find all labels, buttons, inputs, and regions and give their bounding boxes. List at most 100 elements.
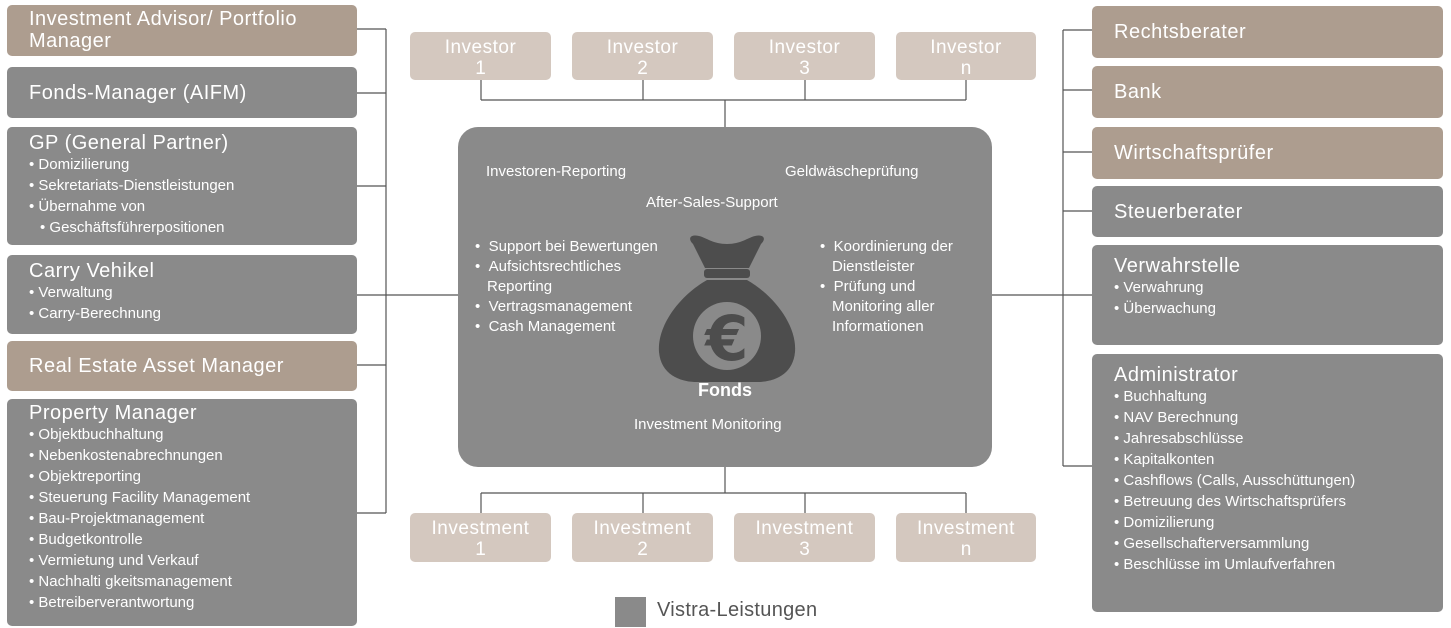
investment-id: 2: [637, 539, 648, 560]
investor-box-n: Investor n: [896, 32, 1036, 80]
center-right-item: Prüfung und Monitoring aller Information…: [820, 277, 985, 337]
legend-label: Vistra-Leistungen: [657, 599, 818, 621]
gp-item: Übernahme von: [29, 196, 335, 217]
carry-vehikel-item: Carry-Berechnung: [29, 303, 335, 324]
geldwaeschepruefung-label: Geldwäscheprüfung: [785, 163, 919, 180]
property-manager-item: Betreiberverantwortung: [29, 592, 335, 613]
gp-list: Domizilierung Sekretariats-Dienstleistun…: [29, 154, 335, 238]
investor-id: n: [960, 58, 972, 79]
money-bag-icon: €: [658, 235, 796, 382]
administrator-list: Buchhaltung NAV Berechnung Jahresabschlü…: [1114, 386, 1421, 575]
administrator-item: Beschlüsse im Umlaufverfahren: [1114, 554, 1421, 575]
property-manager-item: Objektreporting: [29, 466, 335, 487]
investor-label: Investor: [444, 37, 517, 58]
investment-id: n: [960, 539, 972, 560]
center-left-item: Support bei Bewertungen: [475, 237, 665, 257]
carry-vehikel-item: Verwaltung: [29, 282, 335, 303]
administrator-box: Administrator Buchhaltung NAV Berechnung…: [1092, 354, 1443, 612]
property-manager-box: Property Manager Objektbuchhaltung Neben…: [7, 399, 357, 626]
fonds-manager-box: Fonds-Manager (AIFM): [7, 67, 357, 118]
administrator-item: Domizilierung: [1114, 512, 1421, 533]
carry-vehikel-list: Verwaltung Carry-Berechnung: [29, 282, 335, 324]
fonds-center-box: Investoren-Reporting Geldwäscheprüfung A…: [458, 127, 992, 467]
investment-advisor-title-line1: Investment Advisor/ Portfolio: [29, 8, 297, 30]
investment-label: Investment: [431, 518, 530, 539]
property-manager-title: Property Manager: [29, 402, 198, 424]
real-estate-asset-manager-title: Real Estate Asset Manager: [29, 355, 284, 377]
investor-box-2: Investor 2: [572, 32, 713, 80]
administrator-item: NAV Berechnung: [1114, 407, 1421, 428]
investment-label: Investment: [593, 518, 692, 539]
center-right-list: Koordinierung der Dienstleister Prüfung …: [820, 237, 985, 337]
verwahrstelle-list: Verwahrung Überwachung: [1114, 277, 1421, 319]
verwahrstelle-box: Verwahrstelle Verwahrung Überwachung: [1092, 245, 1443, 345]
property-manager-list: Objektbuchhaltung Nebenkostenabrechnunge…: [29, 424, 335, 613]
legend-swatch: [615, 597, 646, 627]
bank-box: Bank: [1092, 66, 1443, 118]
center-left-item: Vertragsmanagement: [475, 297, 665, 317]
property-manager-item: Nebenkostenabrechnungen: [29, 445, 335, 466]
property-manager-item: Steuerung Facility Management: [29, 487, 335, 508]
property-manager-item: Budgetkontrolle: [29, 529, 335, 550]
investment-id: 3: [799, 539, 810, 560]
wirtschaftspruefer-title: Wirtschaftsprüfer: [1114, 142, 1274, 164]
administrator-item: Buchhaltung: [1114, 386, 1421, 407]
administrator-item: Cashflows (Calls, Ausschüttungen): [1114, 470, 1421, 491]
gp-title: GP (General Partner): [29, 132, 229, 154]
property-manager-item: Objektbuchhaltung: [29, 424, 335, 445]
gp-item-continuation-text: Geschäftsführerpositionen: [49, 219, 225, 236]
administrator-item: Gesellschafterversammlung: [1114, 533, 1421, 554]
investment-label: Investment: [917, 518, 1015, 539]
wirtschaftspruefer-box: Wirtschaftsprüfer: [1092, 127, 1443, 179]
bank-title: Bank: [1114, 81, 1162, 103]
steuerberater-box: Steuerberater: [1092, 186, 1443, 237]
administrator-item: Jahresabschlüsse: [1114, 428, 1421, 449]
investment-id: 1: [475, 539, 486, 560]
steuerberater-title: Steuerberater: [1114, 200, 1243, 223]
property-manager-item: Nachhalti gkeitsmanagement: [29, 571, 335, 592]
center-right-item: Koordinierung der Dienstleister: [820, 237, 985, 277]
verwahrstelle-title: Verwahrstelle: [1114, 255, 1241, 277]
investor-box-3: Investor 3: [734, 32, 875, 80]
investor-label: Investor: [930, 37, 1002, 58]
investment-box-2: Investment 2: [572, 513, 713, 562]
investor-label: Investor: [768, 37, 841, 58]
investment-box-3: Investment 3: [734, 513, 875, 562]
after-sales-support-label: After-Sales-Support: [646, 194, 778, 211]
investment-monitoring-label: Investment Monitoring: [634, 416, 782, 433]
investment-box-1: Investment 1: [410, 513, 551, 562]
administrator-item: Kapitalkonten: [1114, 449, 1421, 470]
center-left-list: Support bei Bewertungen Aufsichtsrechtli…: [475, 237, 665, 337]
investment-label: Investment: [755, 518, 854, 539]
investor-id: 1: [475, 58, 486, 79]
center-left-item: Cash Management: [475, 317, 665, 337]
administrator-title: Administrator: [1114, 364, 1239, 386]
verwahrstelle-item: Verwahrung: [1114, 277, 1421, 298]
property-manager-item: Vermietung und Verkauf: [29, 550, 335, 571]
rechtsberater-box: Rechtsberater: [1092, 6, 1443, 58]
investoren-reporting-label: Investoren-Reporting: [486, 163, 627, 180]
fonds-manager-title: Fonds-Manager (AIFM): [29, 81, 247, 104]
carry-vehikel-title: Carry Vehikel: [29, 260, 155, 282]
gp-box: GP (General Partner) Domizilierung Sekre…: [7, 127, 357, 245]
gp-item-continuation: Geschäftsführerpositionen: [29, 217, 335, 238]
rechtsberater-title: Rechtsberater: [1114, 21, 1247, 43]
administrator-item: Betreuung des Wirtschaftsprüfers: [1114, 491, 1421, 512]
euro-symbol: €: [703, 302, 748, 375]
carry-vehikel-box: Carry Vehikel Verwaltung Carry-Berechnun…: [7, 255, 357, 334]
gp-item: Sekretariats-Dienstleistungen: [29, 175, 335, 196]
investment-advisor-title-line2: Manager: [29, 30, 112, 52]
gp-item: Domizilierung: [29, 154, 335, 175]
fonds-label: Fonds: [698, 380, 752, 400]
investor-id: 2: [637, 58, 648, 79]
investment-box-n: Investment n: [896, 513, 1036, 562]
investor-id: 3: [799, 58, 810, 79]
investment-advisor-box: Investment Advisor/ Portfolio Manager: [7, 5, 357, 56]
investor-label: Investor: [606, 37, 679, 58]
property-manager-item: Bau-Projektmanagement: [29, 508, 335, 529]
real-estate-asset-manager-box: Real Estate Asset Manager: [7, 341, 357, 391]
center-left-item: Aufsichtsrechtliches Reporting: [475, 257, 665, 297]
investor-box-1: Investor 1: [410, 32, 551, 80]
verwahrstelle-item: Überwachung: [1114, 298, 1421, 319]
